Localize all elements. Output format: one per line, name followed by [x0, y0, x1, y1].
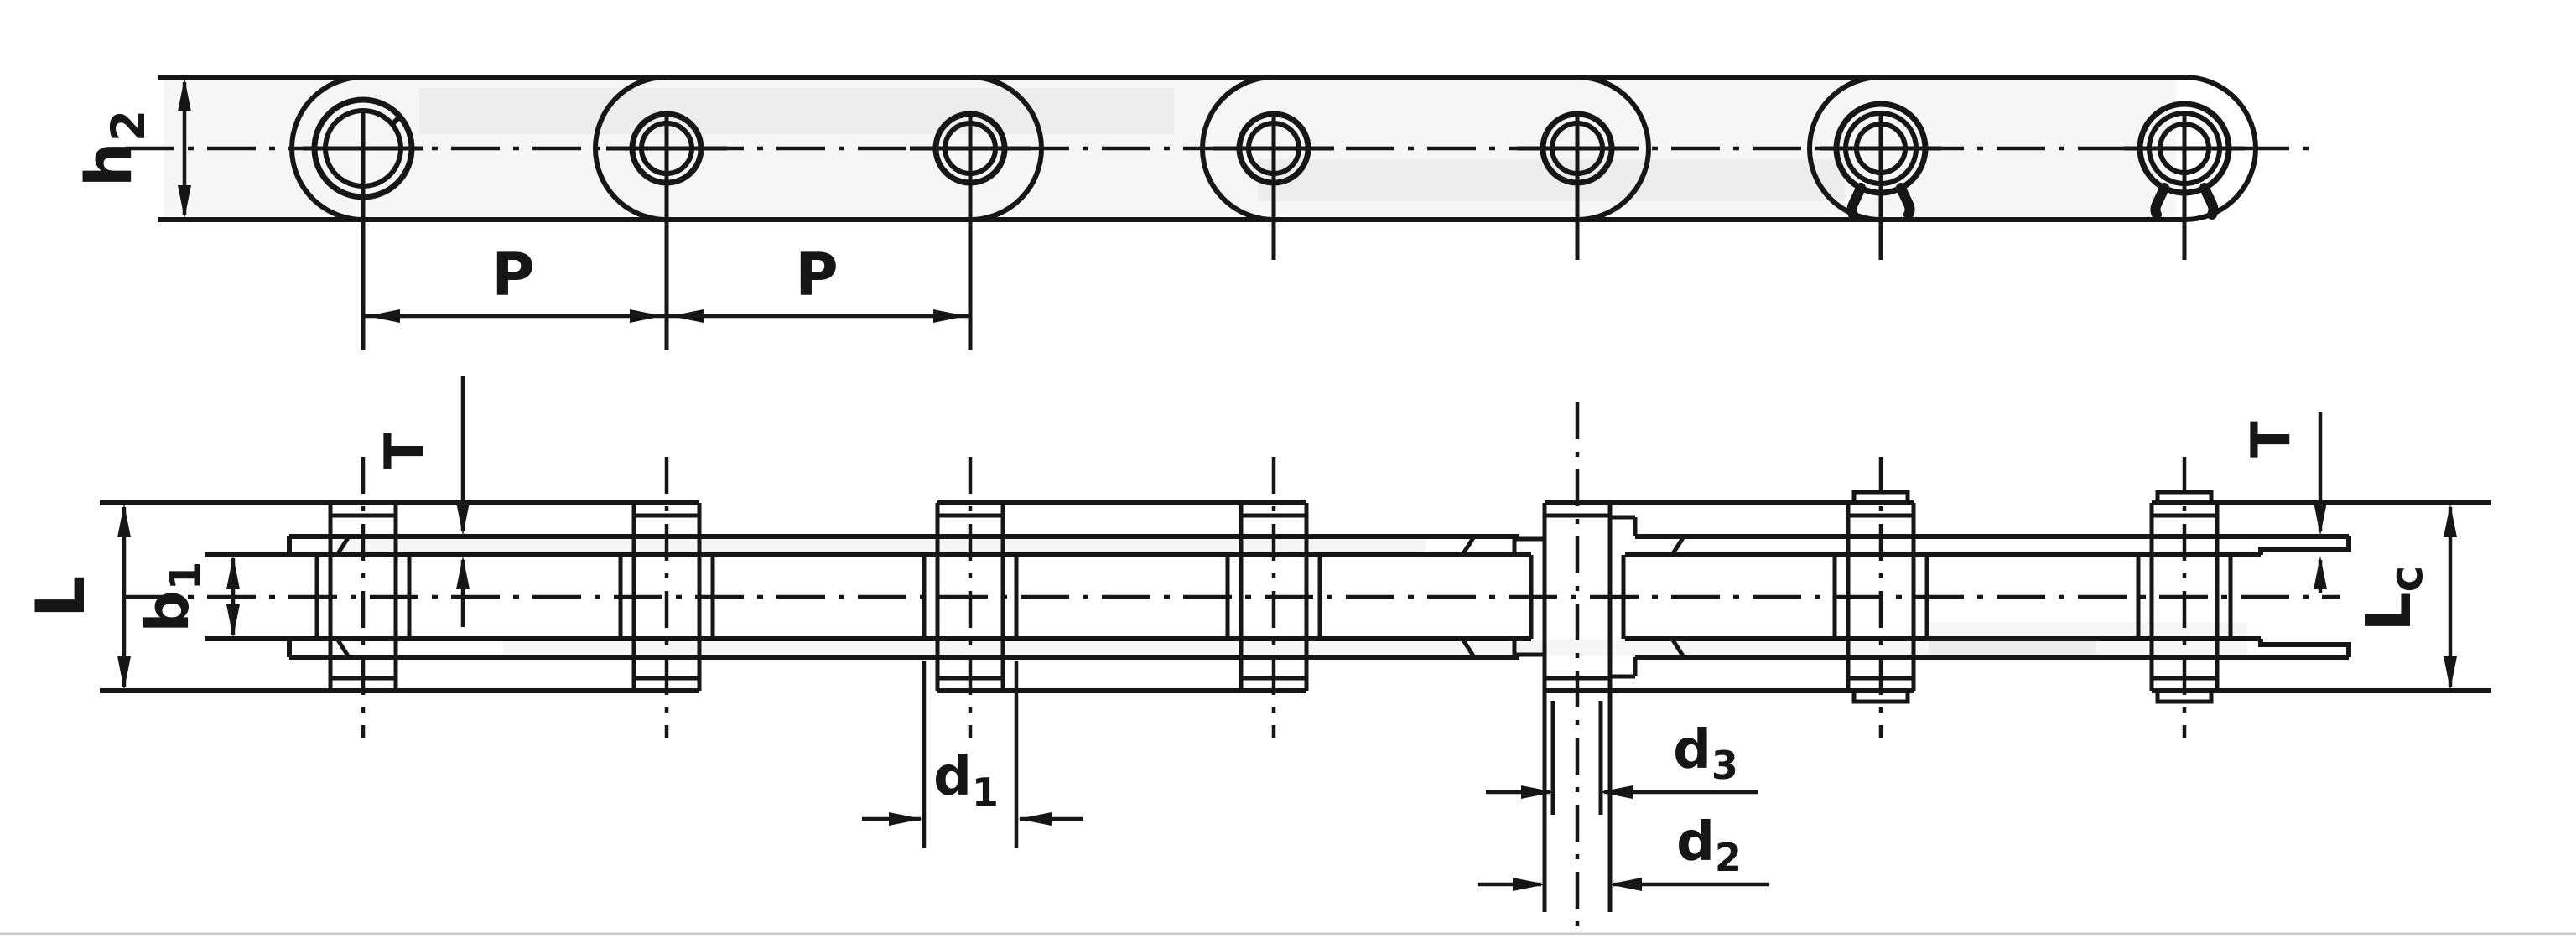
dim-pin-length-clip: Lc — [2353, 504, 2457, 690]
pin-tip-diameter-label: d3 — [1673, 719, 1738, 788]
clip-prong-icon — [1846, 183, 1866, 220]
arrow-left-icon — [1018, 812, 1052, 826]
roller-pin-6-with-clip — [1833, 101, 1929, 220]
dim-pin-diameter: d2 — [1478, 811, 1769, 891]
plate-overlap-ticks — [335, 535, 1686, 659]
arrow-up-icon — [2444, 504, 2457, 537]
arrow-down-icon — [2444, 656, 2457, 690]
h2-label: h2 — [71, 110, 155, 187]
arrow-up-icon — [226, 556, 240, 589]
clip-prong-icon — [2199, 183, 2219, 220]
plate-thickness-label: T — [2241, 421, 2303, 458]
scan-shading — [1258, 159, 1845, 201]
scan-shading — [335, 538, 1426, 553]
clip-prong-icon — [2150, 183, 2169, 220]
arrow-right-icon — [933, 309, 967, 323]
outer-plate-bars — [289, 534, 2349, 660]
arrow-down-icon — [456, 502, 470, 536]
pitch-label: P — [795, 241, 838, 309]
roller-pin-7-with-clip — [2137, 101, 2232, 220]
roller-pin-5 — [1540, 111, 1615, 186]
arrow-left-icon — [670, 309, 704, 323]
dim-plate-thickness-left: T — [374, 376, 470, 627]
arrow-up-icon — [178, 78, 191, 111]
arrow-up-icon — [456, 556, 470, 589]
dim-plate-thickness-right: T — [2241, 412, 2327, 593]
arrow-down-icon — [178, 185, 191, 219]
arrow-right-icon — [630, 309, 663, 323]
inner-plate-lines — [205, 552, 2261, 641]
roller-diameter-label: d1 — [933, 746, 999, 815]
dim-pin-tip-diameter: d3 — [1486, 719, 1758, 799]
band-edges — [158, 75, 2184, 222]
roller-pin-2 — [629, 111, 704, 186]
plate-thickness-label: T — [374, 433, 436, 469]
roller-pin-1 — [311, 96, 415, 200]
connecting-plate-steps — [1512, 515, 1638, 679]
dim-pitch-1: P — [363, 241, 667, 323]
dim-pitch-2: P — [667, 241, 970, 323]
arrow-left-icon — [1599, 785, 1633, 799]
side-view: L b1 T T Lc — [22, 376, 2491, 930]
roller-notch — [389, 112, 404, 127]
clip-prong-icon — [1896, 183, 1915, 220]
arrow-left-icon — [1608, 878, 1642, 891]
arrow-down-icon — [117, 656, 131, 690]
arrow-up-icon — [117, 504, 131, 537]
pin-centerlines-with-extension — [361, 113, 973, 350]
dim-inner-width: b1 — [133, 556, 240, 638]
arrow-left-icon — [366, 309, 400, 323]
arrow-down-icon — [2314, 502, 2327, 536]
clip-tab-right-end — [2258, 536, 2351, 657]
arrow-right-icon — [1521, 785, 1555, 799]
pitch-label: P — [491, 241, 534, 309]
extended-pin — [1512, 503, 1638, 912]
inner-width-label: b1 — [133, 562, 210, 633]
dim-roller-diameter: d1 — [862, 661, 1083, 848]
arrow-down-icon — [226, 604, 240, 638]
arrow-right-icon — [889, 812, 922, 826]
extended-pin-tip-sides — [1550, 701, 1603, 815]
dim-h2: h2 — [71, 78, 191, 219]
arrow-right-icon — [1513, 878, 1546, 891]
top-view: h2 P P — [71, 75, 2311, 350]
pin-length-label: L — [22, 576, 100, 619]
scan-shading — [419, 88, 1174, 134]
pin-diameter-label: d2 — [1676, 811, 1742, 880]
roller-pin-4 — [1236, 111, 1311, 186]
roller-pin-3 — [932, 111, 1008, 186]
scan-shading — [503, 640, 2096, 656]
side-pin-centerlines — [361, 457, 2187, 738]
arrow-up-icon — [2314, 556, 2327, 589]
pin-length-clip-label: Lc — [2353, 565, 2433, 631]
dim-pin-length: L — [22, 504, 131, 690]
extended-pin-sides — [1542, 503, 1613, 912]
pin-centerlines — [1271, 113, 2187, 260]
